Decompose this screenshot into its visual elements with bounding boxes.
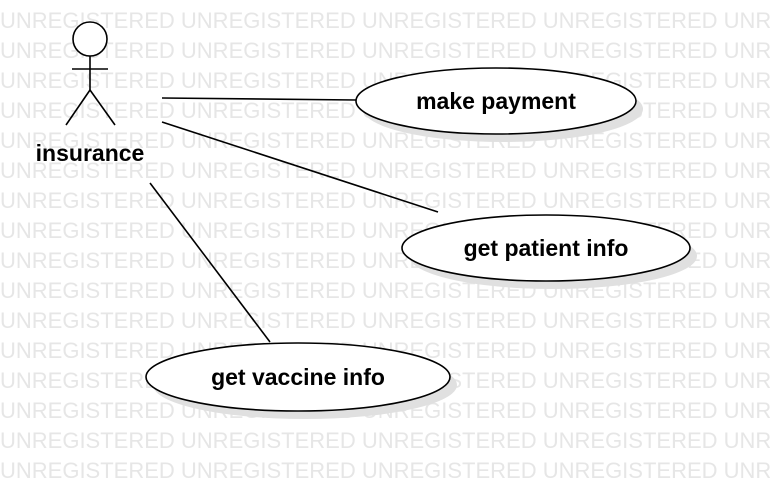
use-case-label: make payment (416, 88, 576, 114)
watermark-row: UNREGISTERED UNREGISTERED UNREGISTERED U… (0, 308, 770, 333)
watermark-row: UNREGISTERED UNREGISTERED UNREGISTERED U… (0, 188, 770, 213)
watermark-row: UNREGISTERED UNREGISTERED UNREGISTERED U… (0, 8, 770, 33)
association-get-patient-info (161, 121, 439, 213)
watermark-row: UNREGISTERED UNREGISTERED UNREGISTERED U… (0, 428, 770, 453)
association-make-payment (161, 97, 357, 101)
use-case-get-vaccine-info[interactable]: get vaccine info (145, 342, 457, 419)
use-case-ellipse (401, 214, 691, 282)
stick-figure-icon (65, 21, 116, 126)
watermark-row: UNREGISTERED UNREGISTERED UNREGISTERED U… (0, 158, 770, 183)
association-get-vaccine-info (149, 182, 271, 343)
use-case-get-patient-info[interactable]: get patient info (401, 214, 697, 289)
use-case-make-payment[interactable]: make payment (355, 67, 643, 142)
use-case-label: get patient info (464, 235, 629, 261)
use-case-label: get vaccine info (211, 364, 385, 390)
watermark-row: UNREGISTERED UNREGISTERED UNREGISTERED U… (0, 458, 770, 483)
watermark-row: UNREGISTERED UNREGISTERED UNREGISTERED U… (0, 38, 770, 63)
use-case-ellipse (355, 67, 637, 135)
use-case-ellipse (145, 342, 451, 412)
actor-name: insurance (36, 140, 145, 166)
actor-insurance[interactable]: insurance (36, 21, 145, 166)
